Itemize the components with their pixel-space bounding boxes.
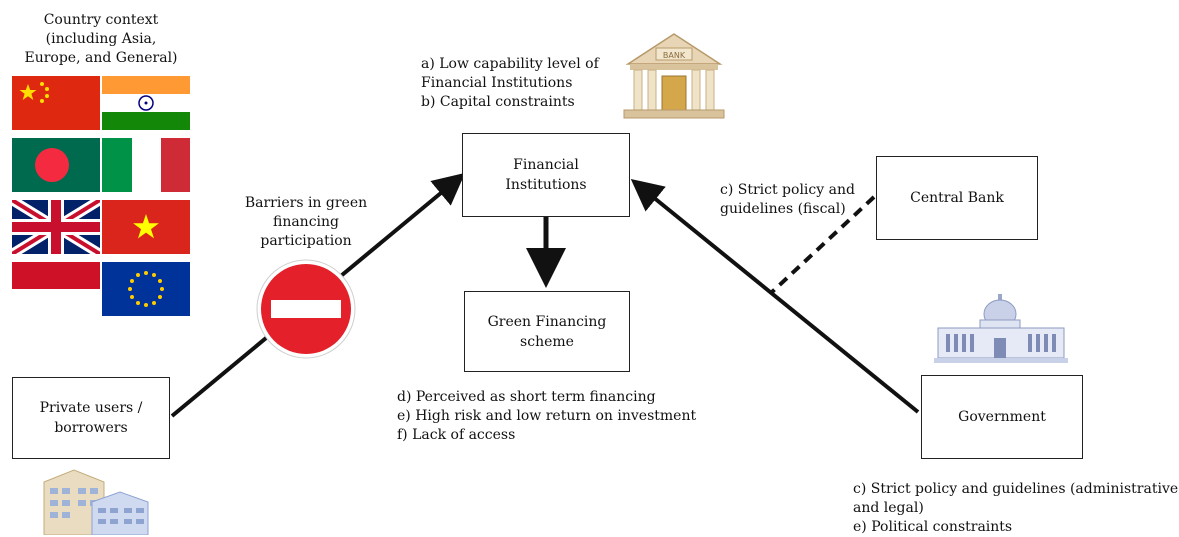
scheme-barrier-e: e) High risk and low return on investmen… — [397, 408, 697, 424]
scheme-label-line-2: scheme — [520, 333, 574, 350]
european-union-flag-icon — [102, 262, 190, 316]
country-context-line-2: (including Asia, — [45, 31, 157, 47]
fi-barrier-a-cont: Financial Institutions — [421, 75, 573, 91]
gov-barrier-c: c) Strict policy and guidelines (adminis… — [853, 481, 1179, 497]
indonesia-flag-icon — [12, 262, 100, 316]
barrier-title: Barriers in green financing participatio… — [226, 194, 386, 251]
government-building-icon — [934, 294, 1068, 363]
cb-policy-line-1: c) Strict policy and — [720, 182, 855, 198]
china-flag-icon — [12, 76, 100, 130]
vietnam-flag-icon — [102, 200, 190, 254]
barrier-title-line-2: financing — [272, 214, 339, 230]
scheme-barrier-f: f) Lack of access — [397, 427, 516, 443]
bank-building-icon: BANK — [623, 33, 725, 119]
central-bank-node: Central Bank — [876, 156, 1038, 240]
fi-label-line-1: Financial — [513, 157, 579, 173]
scheme-barriers-note: d) Perceived as short term financing e) … — [397, 388, 696, 445]
barrier-title-line-3: participation — [260, 233, 352, 249]
fi-barriers-note: a) Low capability level of Financial Ins… — [421, 55, 599, 112]
financial-institutions-node: Financial Institutions — [462, 133, 630, 217]
government-to-fi-arrow — [630, 178, 920, 414]
italy-flag-icon — [102, 138, 190, 192]
bank-sign-text: BANK — [663, 51, 686, 60]
cb-policy-line-2: guidelines (fiscal) — [720, 201, 846, 217]
green-financing-scheme-node: Green Financing scheme — [464, 291, 630, 372]
country-context-line-3: Europe, and General) — [24, 50, 178, 66]
country-context-line-1: Country context — [43, 12, 159, 28]
fi-label-line-2: Institutions — [505, 177, 587, 193]
country-context-title: Country context (including Asia, Europe,… — [16, 11, 186, 68]
government-barriers-note: c) Strict policy and guidelines (adminis… — [853, 480, 1178, 537]
fi-barrier-b: b) Capital constraints — [421, 94, 575, 110]
office-buildings-icon — [43, 469, 149, 535]
india-flag-icon — [102, 76, 190, 130]
no-entry-sign-icon — [256, 259, 356, 359]
united-kingdom-flag-icon — [12, 200, 100, 254]
scheme-label-line-1: Green Financing — [487, 313, 607, 330]
scheme-barrier-d: d) Perceived as short term financing — [397, 389, 656, 405]
gov-barrier-e: e) Political constraints — [853, 519, 1013, 535]
central-bank-label: Central Bank — [910, 190, 1004, 206]
government-label: Government — [958, 409, 1046, 425]
government-node: Government — [921, 375, 1083, 459]
fi-barrier-a: a) Low capability level of — [421, 56, 599, 72]
private-users-line-1: Private users / — [39, 400, 143, 416]
private-users-node: Private users / borrowers — [12, 377, 170, 459]
central-bank-connector — [770, 195, 876, 294]
gov-barrier-c-cont: and legal) — [853, 500, 924, 516]
private-users-line-2: borrowers — [54, 420, 128, 436]
central-bank-policy-note: c) Strict policy and guidelines (fiscal) — [720, 181, 855, 219]
barrier-title-line-1: Barriers in green — [244, 195, 368, 211]
bangladesh-flag-icon — [12, 138, 100, 192]
